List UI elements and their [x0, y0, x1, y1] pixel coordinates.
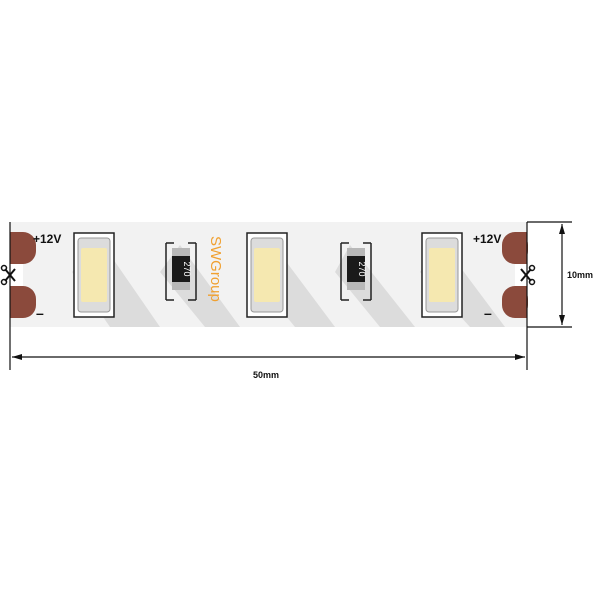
scissors-icon: [520, 264, 536, 286]
led-chip: [73, 232, 115, 318]
resistor-code: 270: [357, 261, 367, 276]
led-chip: [246, 232, 288, 318]
length-label: 50mm: [253, 370, 279, 380]
length-dimension: [9, 222, 528, 370]
polarity-left-minus: –: [36, 305, 44, 321]
brand-logo: SWGroup: [207, 236, 224, 302]
polarity-right-plus: +12V: [473, 232, 501, 246]
width-label: 10mm: [567, 270, 593, 280]
polarity-right-minus: –: [484, 305, 492, 321]
resistor: 270: [165, 242, 197, 301]
resistor: 270: [340, 242, 372, 301]
led-chip: [421, 232, 463, 318]
resistor-code: 270: [182, 261, 192, 276]
polarity-left-plus: +12V: [33, 232, 61, 246]
width-dimension: [527, 221, 572, 328]
